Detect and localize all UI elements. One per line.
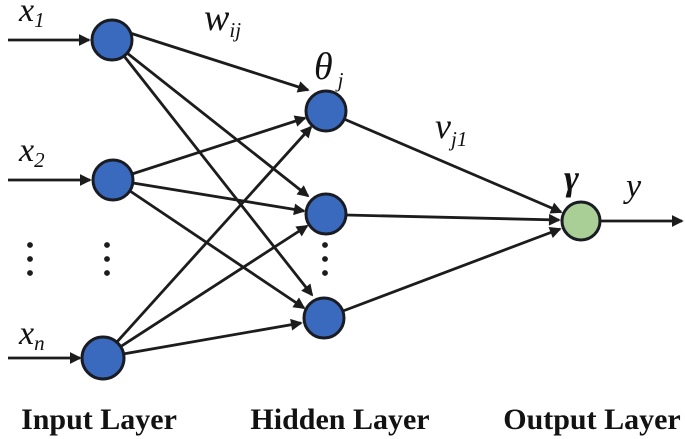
- label-weight-wij: wij: [204, 0, 241, 42]
- hidden-node-3: [302, 296, 346, 340]
- hidden-node-2: [304, 192, 348, 236]
- output-node: [560, 200, 602, 242]
- edge-inputn-hidden2: [119, 224, 309, 349]
- label-x2: x2: [18, 132, 45, 172]
- label-xn: xn: [18, 315, 45, 355]
- edge-input1-hidden1: [129, 31, 310, 93]
- edge-input1-hidden2: [126, 51, 310, 198]
- edge-input2-hidden2: [132, 181, 306, 216]
- edge-input1-hidden3: [122, 55, 314, 297]
- vertical-ellipsis-input-nodes-icon: [104, 242, 110, 276]
- input-layer-nodes: [80, 18, 135, 381]
- edge-hidden1-output: [343, 117, 563, 214]
- hidden-node-1: [304, 89, 348, 133]
- caption-hidden-layer: Hidden Layer: [250, 403, 429, 436]
- output-layer-nodes: [560, 200, 602, 242]
- ellipsis-dots: [27, 242, 328, 276]
- edge-input2-hidden1: [131, 115, 307, 176]
- label-x1: x1: [18, 0, 45, 32]
- input-node-2: [91, 158, 135, 202]
- input-node-n: [80, 335, 126, 381]
- edge-hidden2-output: [345, 213, 561, 226]
- label-weight-vj1: vj1: [435, 106, 467, 151]
- label-gamma: γ: [564, 158, 579, 198]
- hidden-layer-nodes: [302, 89, 348, 340]
- vertical-ellipsis-input-labels-icon: [27, 242, 33, 276]
- edge-hidden3-output: [342, 227, 562, 313]
- caption-input-layer: Input Layer: [21, 403, 177, 436]
- caption-output-layer: Output Layer: [503, 403, 681, 436]
- vertical-ellipsis-hidden-nodes-icon: [322, 242, 328, 276]
- edge-inputn-hidden3: [122, 318, 303, 356]
- edges: [8, 31, 684, 364]
- edge-input2-hidden3: [129, 189, 306, 310]
- input-node-1: [90, 18, 134, 62]
- edge-inputn-hidden1: [114, 125, 313, 344]
- label-output-y: y: [623, 168, 642, 205]
